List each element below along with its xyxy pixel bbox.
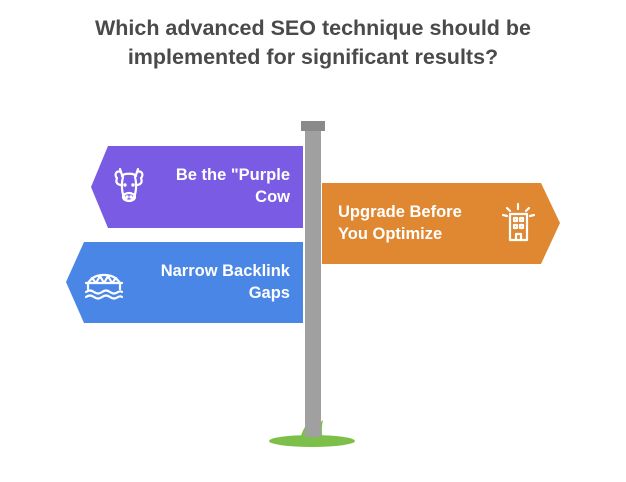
sign-purple-cow-line-1: Be the "Purple — [175, 166, 290, 184]
signpost-pole — [301, 121, 325, 437]
sign-narrow-backlink-gaps — [66, 242, 303, 323]
building-icon — [501, 202, 536, 242]
sign-purple-cow — [91, 146, 303, 228]
title-line-1: Which advanced SEO technique should be — [94, 16, 532, 40]
sign-upgrade-before-optimize — [322, 183, 560, 264]
sign-backlink-board — [66, 242, 303, 323]
sign-purple-cow-line-2: Cow — [255, 188, 290, 206]
sign-upgrade-board — [322, 183, 560, 264]
sign-backlink-line-2: Gaps — [248, 284, 290, 302]
cow-icon — [114, 167, 144, 203]
sign-upgrade-line-1: Upgrade Before — [338, 203, 462, 221]
sign-purple-cow-label: Be the "Purple Cow — [176, 164, 290, 208]
bridge-icon — [84, 273, 124, 300]
page-title: Which advanced SEO technique should be i… — [0, 14, 626, 72]
sign-backlink-line-1: Narrow Backlink — [160, 262, 290, 280]
sign-upgrade-line-2: You Optimize — [338, 225, 443, 243]
sign-purple-cow-board — [91, 146, 303, 228]
title-line-2: implemented for significant results? — [127, 45, 499, 69]
sign-upgrade-label: Upgrade Before You Optimize — [338, 201, 462, 245]
sign-backlink-label: Narrow Backlink Gaps — [161, 260, 290, 304]
